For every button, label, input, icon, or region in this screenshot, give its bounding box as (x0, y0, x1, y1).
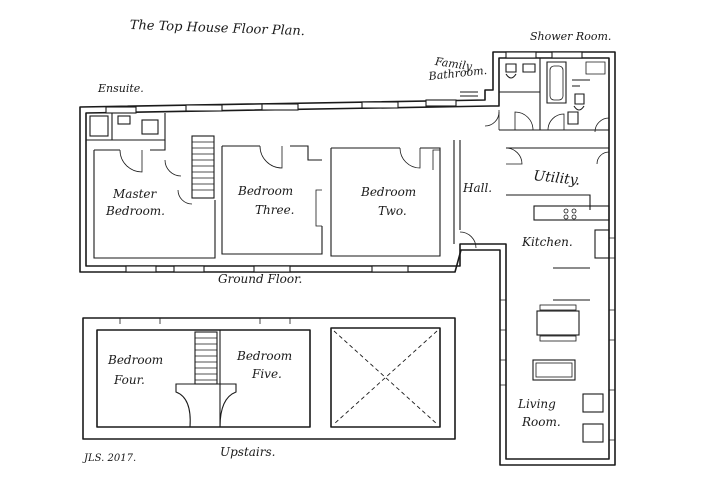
label-upstairs: Upstairs. (220, 445, 276, 459)
label-kitchen: Kitchen. (522, 235, 573, 249)
utility-walls (506, 147, 609, 210)
dining-table (536, 310, 580, 336)
stairs-upstairs (175, 331, 237, 428)
label-living-room-line2: Room. (522, 415, 561, 429)
hall-wall (453, 140, 461, 244)
bathroom-partition (499, 58, 609, 131)
door-swing-utility (505, 147, 523, 165)
dining-chairs-top (539, 304, 577, 311)
label-ground-floor: Ground Floor. (218, 272, 303, 286)
kitchen-counter-side (594, 229, 610, 259)
hob-ring-3 (563, 214, 569, 220)
bedroom-walls (93, 140, 441, 259)
door-swing-bedroom-three-2 (315, 189, 322, 227)
label-master-bedroom-line2: Bedroom. (106, 204, 165, 218)
door-swing-master-ensuite (164, 159, 182, 177)
label-ensuite: Ensuite. (98, 82, 144, 95)
door-swing-bedroom-two (399, 147, 421, 169)
signature: JLS. 2017. (84, 453, 137, 464)
windows-ground (105, 51, 583, 273)
upstairs-outer-wall (82, 317, 456, 440)
dining-chairs-bottom (539, 335, 577, 342)
label-bedroom-two-line2: Two. (378, 204, 407, 218)
ensuite-toilet (117, 115, 131, 125)
hob-ring-2 (571, 208, 577, 214)
label-bedroom-four-line1: Bedroom (108, 353, 164, 367)
hall-door-swing (459, 231, 477, 249)
label-master-bedroom-line1: Master (113, 187, 157, 201)
label-shower-room: Shower Room. (530, 30, 612, 43)
door-swing-bathroom (514, 111, 534, 131)
family-bathroom-fixture (460, 91, 478, 97)
bath-panel (585, 61, 606, 75)
ensuite-shower (89, 115, 109, 137)
label-living-room-line1: Living (518, 397, 556, 411)
stairs-ground (191, 135, 215, 199)
kitchen-counter (533, 205, 610, 221)
label-hall: Hall. (463, 181, 493, 195)
door-swing-hall-1 (484, 111, 500, 127)
hob-ring-4 (571, 214, 577, 220)
toilet-shower-room (573, 93, 585, 111)
sofa (532, 359, 576, 381)
door-swing-shower-2 (594, 117, 610, 133)
ensuite-walls (86, 113, 166, 141)
upstairs-plan (82, 317, 456, 440)
shower-tray (549, 65, 564, 101)
label-bedroom-three-line2: Three. (255, 203, 295, 217)
label-bedroom-four-line2: Four. (114, 373, 145, 387)
armchair-1 (582, 393, 604, 413)
label-bedroom-five-line2: Five. (252, 367, 282, 381)
door-swing-master-2 (177, 189, 193, 205)
label-bedroom-three-line1: Bedroom (238, 184, 294, 198)
label-bedroom-five-line1: Bedroom (237, 349, 293, 363)
door-swing-master (119, 149, 143, 173)
basin-shower-room (567, 111, 579, 125)
door-swing-bedroom-three (259, 145, 283, 169)
windows-west-living (500, 299, 506, 386)
door-swing-bedroom-two-2 (432, 149, 440, 170)
toilet-family-bathroom (505, 63, 517, 79)
sofa-back (535, 362, 573, 378)
hob-ring-1 (563, 208, 569, 214)
upstairs-windows (119, 318, 291, 324)
basin-family-bathroom (522, 63, 536, 73)
kitchen-wall-stub (553, 267, 590, 301)
label-bedroom-two-line1: Bedroom (361, 185, 417, 199)
door-swing-shower (547, 113, 565, 131)
void-cross (333, 330, 438, 425)
shower-room-fixtures (546, 61, 590, 104)
door-swing-utility-2 (596, 151, 610, 165)
ensuite-basin (141, 119, 159, 135)
ground-floor-outer-wall (79, 51, 616, 466)
armchair-2 (582, 423, 604, 443)
ground-floor-plan (79, 51, 616, 466)
void-over-room (330, 327, 441, 428)
windows-east (609, 237, 615, 441)
